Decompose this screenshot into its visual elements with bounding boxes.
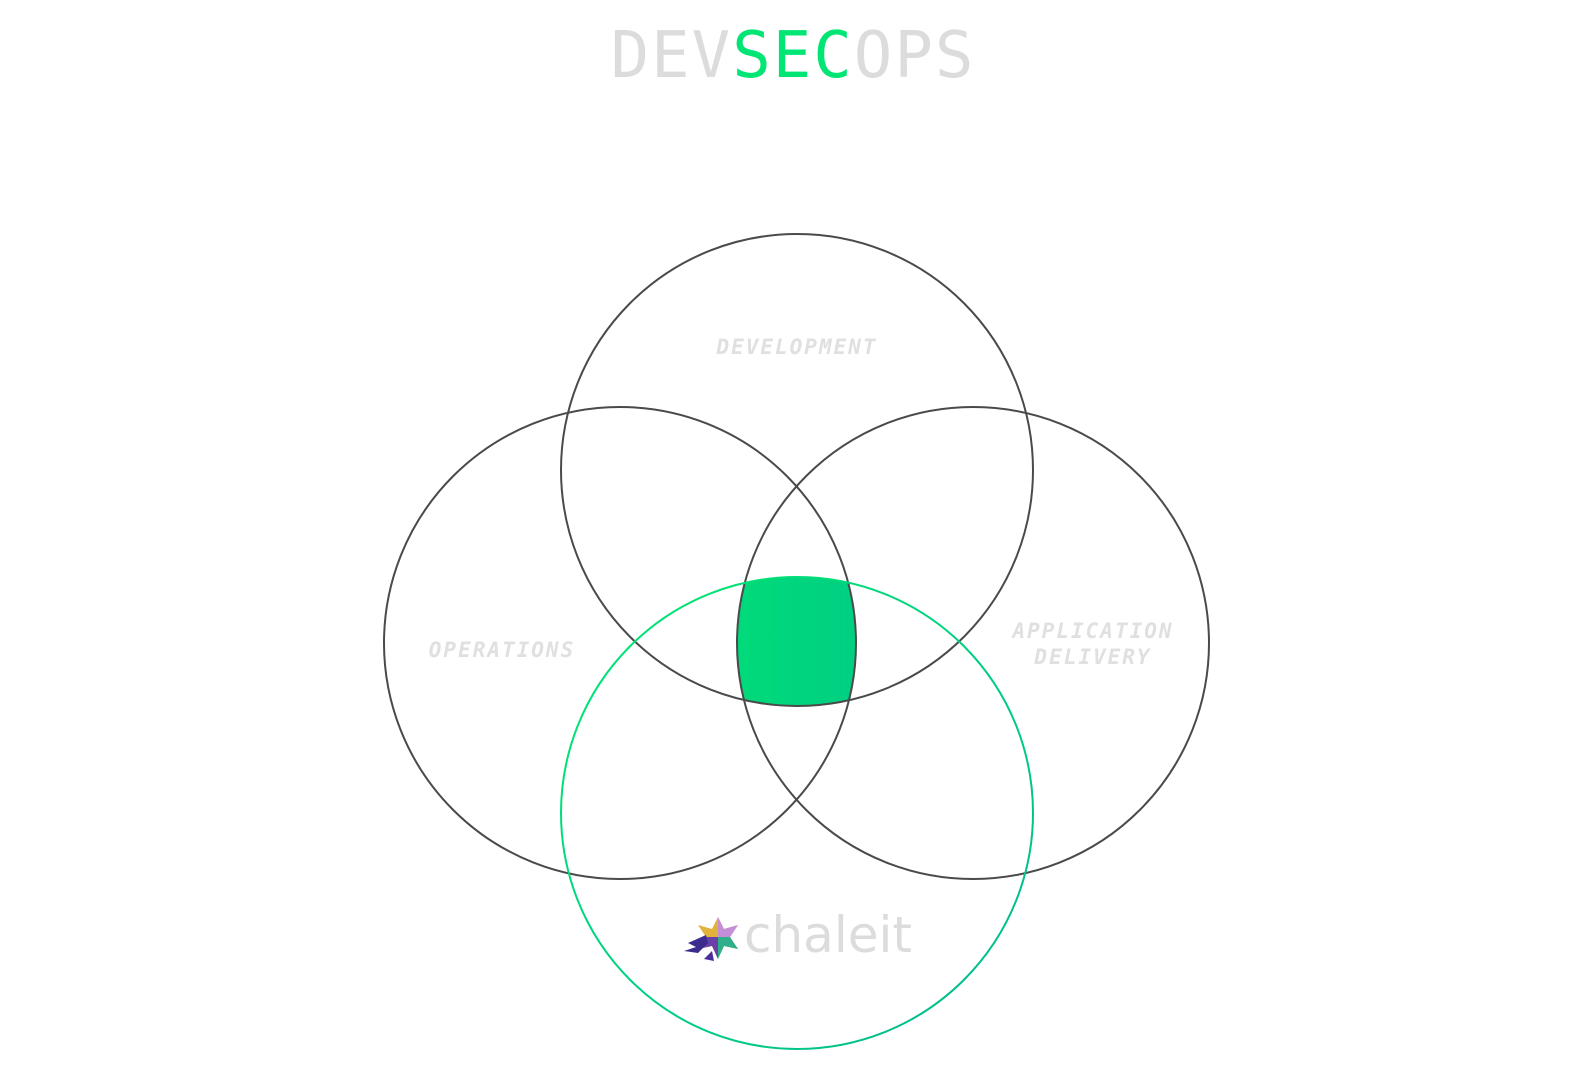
development-label: DEVELOPMENT [715,335,877,359]
page-title: DEVSECOPS [0,24,1586,88]
chaleit-logo-text: chaleit [744,906,912,964]
title-sec: SEC [732,19,854,93]
application-delivery-label-line2: DELIVERY [1033,645,1151,669]
application-delivery-label-line1: APPLICATION [1010,619,1173,643]
development-circle [560,233,1034,707]
title-dev: DEV [610,19,733,93]
operations-circle [383,406,857,880]
star-burst-logo-icon [684,917,738,961]
application-delivery-circle [736,406,1210,880]
operations-label: OPERATIONS [429,638,575,662]
title-ops: OPS [853,19,976,93]
chaleit-logo: chaleit [684,906,912,964]
security-circle [560,576,1034,1050]
center-intersection [737,577,856,706]
